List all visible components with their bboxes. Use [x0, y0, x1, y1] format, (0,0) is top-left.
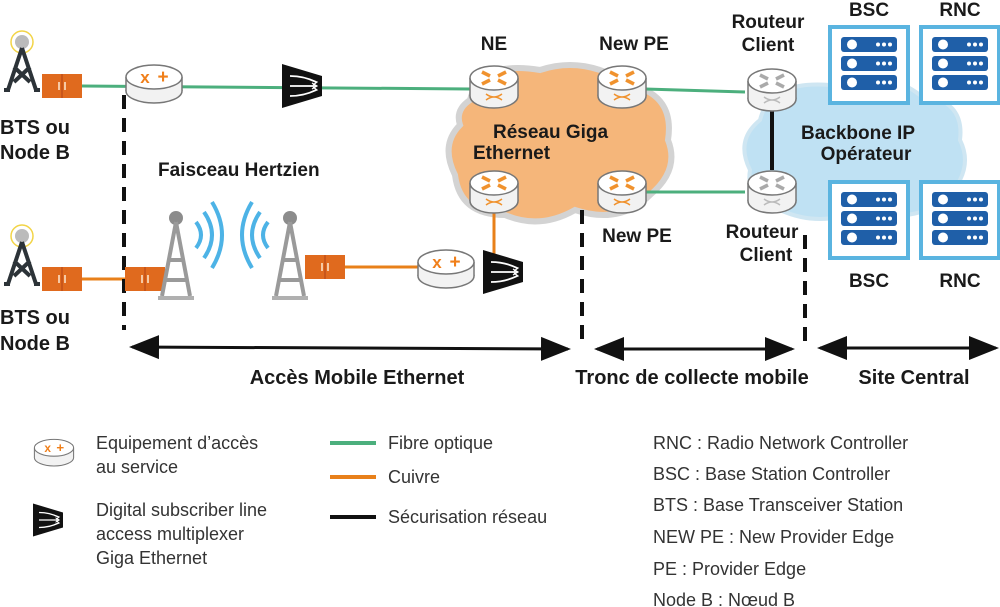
backbone-cloud-label-1: Backbone IP: [801, 123, 915, 144]
abbrev-pe: PE : Provider Edge: [653, 559, 806, 579]
router-new-pe-bottom-icon: [596, 169, 648, 215]
legend-access-label-2: au service: [96, 457, 178, 477]
abbrev-bts: BTS : Base Transceiver Station: [653, 495, 903, 515]
router-ne-bottom-icon: [468, 169, 520, 215]
zone-boundaries: [122, 95, 807, 345]
bsc-server-top-icon: [828, 25, 910, 105]
routeur-client-top-label-1: Routeur: [732, 12, 805, 33]
backbone-cloud-label-2: Opérateur: [821, 144, 912, 165]
abbrev-new-pe: NEW PE : New Provider Edge: [653, 527, 894, 547]
zone-arrows: [129, 335, 999, 361]
new-pe-bottom-label: New PE: [602, 226, 672, 247]
legend-dslam-label-3: Giga Ethernet: [96, 548, 207, 568]
fiber-link-newpe-routeur-top: [644, 87, 746, 94]
giga-cloud-label-2: Ethernet: [473, 143, 551, 164]
rnc-top-label: RNC: [939, 0, 980, 21]
radio-waves-icon: [194, 200, 270, 270]
legend: Equipement d’accès au service Digital su…: [32, 433, 908, 607]
legend-dslam-label-2: access multiplexer: [96, 524, 244, 544]
service-access-equipment-icon: [417, 249, 475, 289]
bsc-bottom-label: BSC: [849, 271, 889, 292]
ne-label: NE: [481, 34, 507, 55]
bts-tower-icon: [2, 29, 42, 92]
faisceau-hertzien-label: Faisceau Hertzien: [158, 160, 320, 181]
legend-dslam-label-1: Digital subscriber line: [96, 500, 267, 520]
rnc-bottom-label: RNC: [939, 271, 980, 292]
dslam-icon: [281, 63, 323, 109]
abbrev-rnc: RNC : Radio Network Controller: [653, 433, 908, 453]
radio-mast-icon: [270, 209, 310, 302]
abbrev-bsc: BSC : Base Station Controller: [653, 464, 890, 484]
router-ne-top-icon: [468, 64, 520, 110]
new-pe-top-label: New PE: [599, 34, 669, 55]
radio-mast-icon: [156, 209, 196, 302]
legend-access-label-1: Equipement d’accès: [96, 433, 258, 453]
rnc-server-top-icon: [919, 25, 1000, 105]
router-new-pe-top-icon: [596, 64, 648, 110]
dslam-icon: [482, 249, 524, 295]
giga-cloud-label-1: Réseau Giga: [493, 122, 609, 143]
bts-bottom-label-1: BTS ou: [0, 307, 70, 329]
legend-service-access-equipment-icon: [33, 438, 75, 467]
zone-label-site-central: Site Central: [858, 367, 969, 389]
bts-tower-icon: [2, 223, 42, 286]
router-client-top-icon: [746, 67, 798, 113]
legend-dslam-icon: [32, 502, 64, 538]
bsc-server-bottom-icon: [828, 180, 910, 260]
modem-icon: [124, 266, 166, 292]
abbrev-node-b: Node B : Nœud B: [653, 590, 795, 607]
zone-label-tronc: Tronc de collecte mobile: [575, 367, 808, 389]
modem-icon: [304, 254, 346, 280]
routeur-client-bottom-label-2: Client: [740, 245, 793, 266]
bts-bottom-label-2: Node B: [0, 333, 70, 355]
legend-fiber-label: Fibre optique: [388, 433, 493, 453]
bts-top-label-2: Node B: [0, 142, 70, 164]
routeur-client-top-label-2: Client: [742, 35, 795, 56]
routeur-client-bottom-label-1: Routeur: [726, 222, 799, 243]
router-client-bottom-icon: [746, 169, 798, 215]
arrow-acces-mobile: [129, 335, 571, 361]
modem-icon: [41, 266, 83, 292]
zone-label-acces-mobile: Accès Mobile Ethernet: [250, 367, 465, 389]
bts-top-label-1: BTS ou: [0, 117, 70, 139]
bsc-top-label: BSC: [849, 0, 889, 21]
legend-copper-label: Cuivre: [388, 467, 440, 487]
service-access-equipment-icon: [125, 64, 183, 104]
modem-icon: [41, 73, 83, 99]
rnc-server-bottom-icon: [919, 180, 1000, 260]
legend-security-label: Sécurisation réseau: [388, 507, 547, 527]
